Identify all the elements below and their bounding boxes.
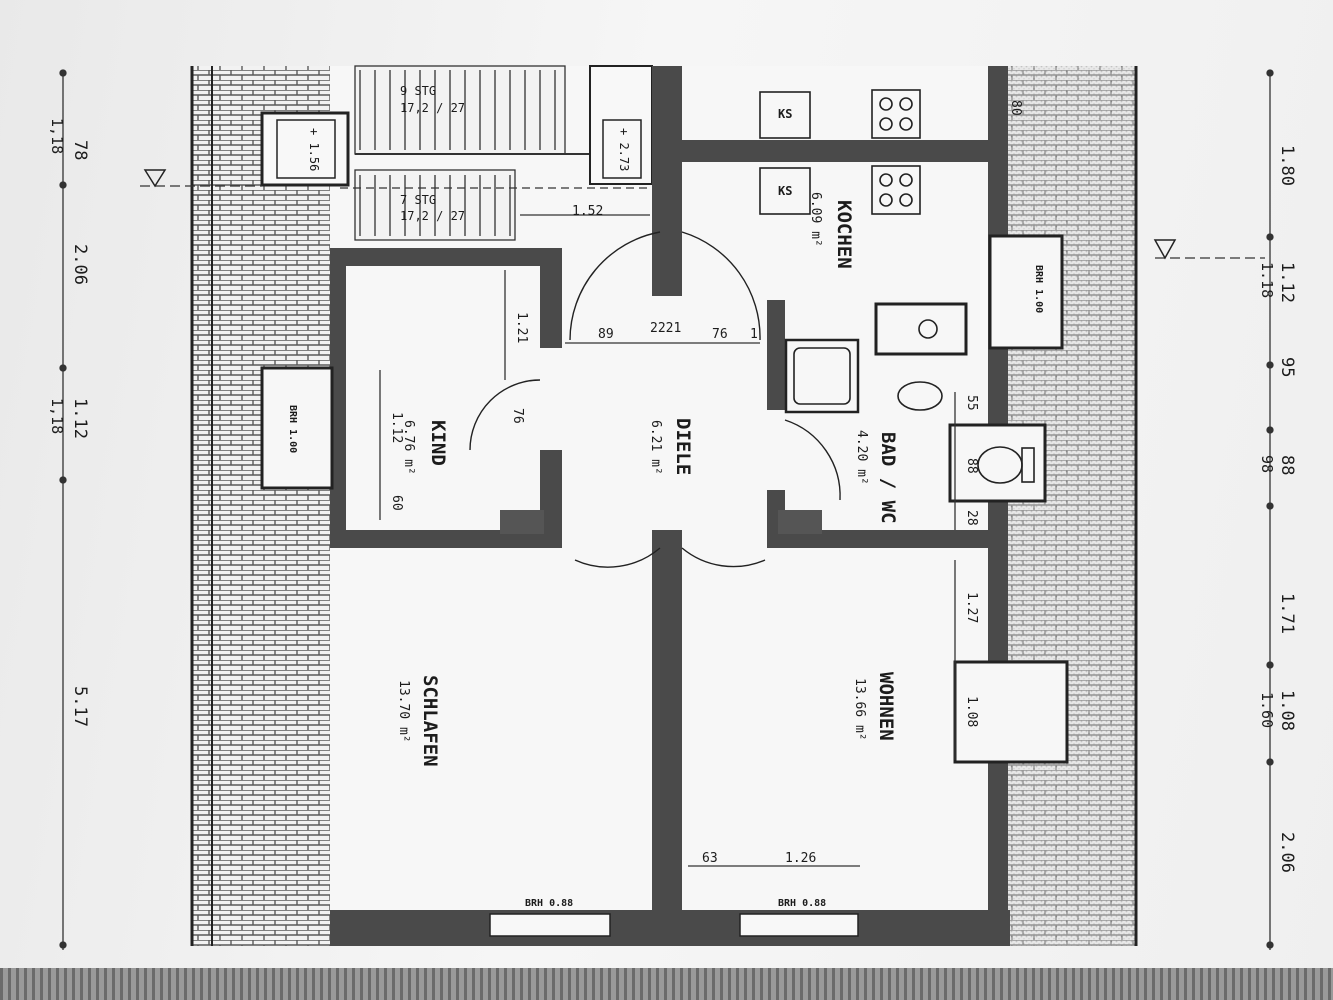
- room-name-schlafen: SCHLAFEN: [419, 675, 441, 767]
- dim-1: 1: [750, 327, 758, 342]
- dim-stair-width: 1.52: [572, 204, 603, 219]
- dim-top-lower-3: 1.60: [1258, 692, 1276, 728]
- stair-lower-ratio: 17,2 / 27: [400, 209, 465, 223]
- brh-kochen: BRH 1.00: [1033, 265, 1044, 313]
- dim-top-lower-2: 98: [1258, 455, 1276, 473]
- dim-top-5: 1.71: [1277, 593, 1297, 634]
- room-name-wohnen: WOHNEN: [875, 672, 897, 741]
- room-area-diele: 6.21 m²: [648, 420, 663, 475]
- level-right: + 2.73: [617, 128, 631, 171]
- room-name-diele: DIELE: [672, 418, 694, 475]
- dim-top-2: 1.12: [1277, 262, 1297, 303]
- dim-76b: 76: [510, 408, 525, 424]
- dim-89: 89: [598, 327, 614, 342]
- dim-126: 1.26: [785, 851, 816, 866]
- dim-112: 1.12: [389, 412, 404, 443]
- dim-bottom-2: 2.06: [70, 244, 90, 285]
- dim-top-6: 1.08: [1277, 690, 1297, 731]
- dim-28: 28: [964, 510, 979, 526]
- dim-121: 1.21: [514, 312, 529, 343]
- dim-bottom-1: 78: [70, 140, 90, 160]
- dim-2221: 2221: [650, 321, 681, 336]
- dim-top-4: 88: [1277, 455, 1297, 475]
- kitchen-fixtures: [759, 89, 1035, 484]
- brh-kind: BRH 1.00: [287, 405, 298, 453]
- room-name-bad: BAD / WC: [877, 432, 899, 524]
- room-area-kind: 6.76 m²: [401, 420, 416, 475]
- dim-108: 1.08: [964, 696, 979, 727]
- door-swings: [469, 231, 841, 568]
- dim-80: 80: [1008, 100, 1023, 116]
- section-marker-right: [1153, 239, 1177, 260]
- fixture-ks-2: KS: [778, 184, 792, 198]
- dim-top-7: 2.06: [1277, 832, 1297, 873]
- room-area-kochen: 6.09 m²: [808, 192, 823, 247]
- room-area-wohnen: 13.66 m²: [852, 678, 867, 741]
- stairs: [340, 65, 650, 241]
- dim-63: 63: [702, 851, 718, 866]
- room-area-schlafen: 13.70 m²: [396, 680, 411, 743]
- fixture-ks-1: KS: [778, 107, 792, 121]
- dim-76a: 76: [712, 327, 728, 342]
- room-area-bad: 4.20 m²: [854, 430, 869, 485]
- room-name-kind: KIND: [427, 420, 449, 466]
- window-bays: [260, 234, 1069, 764]
- brh-schlafen: BRH 0.88: [525, 898, 573, 909]
- dim-55: 55: [964, 395, 979, 411]
- dim-60: 60: [389, 495, 404, 511]
- dim-bottom-3: 1.12: [70, 398, 90, 439]
- dim-top-lower-1: 1.18: [1258, 262, 1276, 298]
- dim-bottom-4: 5.17: [70, 686, 90, 727]
- roof-band-left: [190, 66, 330, 946]
- brh-wohnen: BRH 0.88: [778, 898, 826, 909]
- room-name-kochen: KOCHEN: [833, 200, 855, 269]
- level-left: + 1.56: [307, 128, 321, 171]
- background-surface: [0, 968, 1333, 1000]
- dim-bottom-lower-2: 1,18: [48, 398, 66, 434]
- dim-127: 1.27: [964, 592, 979, 623]
- stair-lower-count: 7 STG: [400, 193, 436, 207]
- dim-88: 88: [964, 458, 979, 474]
- stair-upper-ratio: 17,2 / 27: [400, 101, 465, 115]
- windows: [489, 913, 859, 937]
- stair-upper-count: 9 STG: [400, 84, 436, 98]
- dimension-lines: [59, 69, 1274, 950]
- dim-bottom-lower-1: 1,18: [48, 118, 66, 154]
- dim-top-1: 1.80: [1277, 145, 1297, 186]
- section-marker-left: [143, 169, 167, 188]
- roof-band-right: [1008, 66, 1138, 946]
- dim-top-3: 95: [1277, 357, 1297, 377]
